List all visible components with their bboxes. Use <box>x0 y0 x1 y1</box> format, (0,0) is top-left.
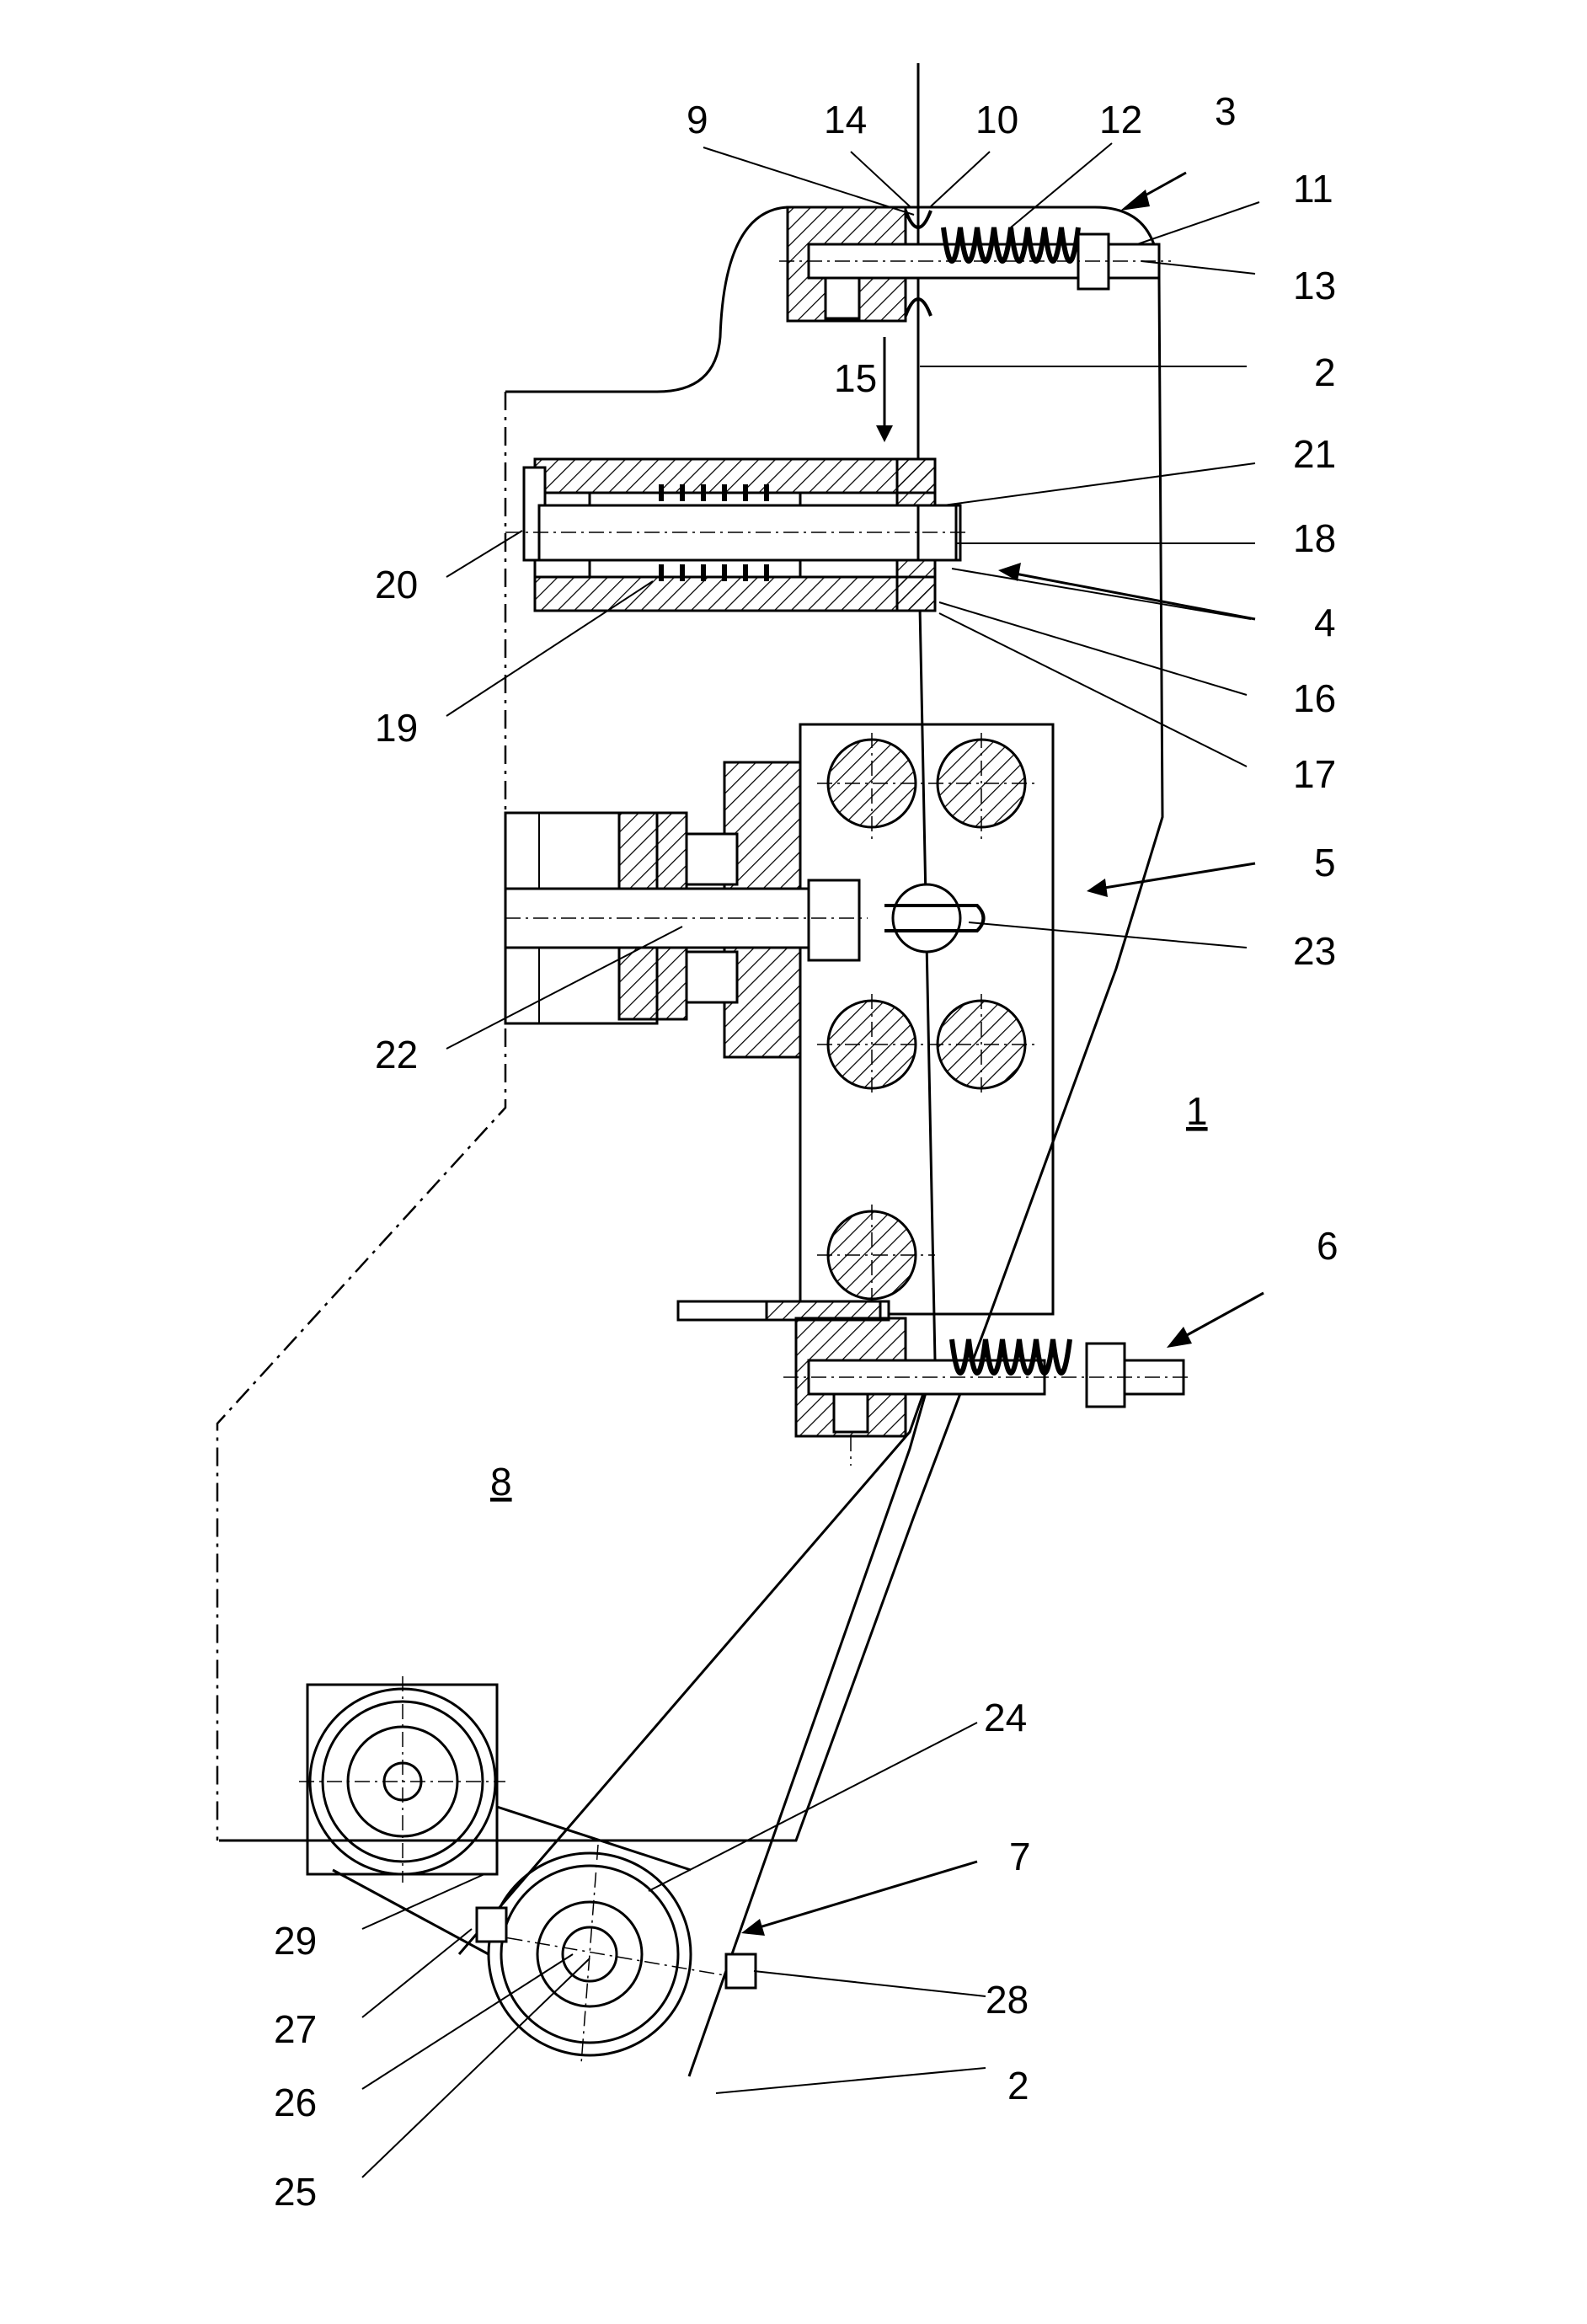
label-2-upper: 2 <box>1314 350 1336 394</box>
label-7: 7 <box>1009 1835 1031 1878</box>
pulley-29 <box>299 1676 505 1883</box>
label-3: 3 <box>1215 89 1237 133</box>
label-2-lower: 2 <box>1007 2064 1029 2108</box>
guide-block-5 <box>800 724 1053 1314</box>
reference-labels: 9 14 10 12 3 11 13 2 15 21 18 20 4 16 19… <box>274 89 1339 2214</box>
label-23: 23 <box>1293 929 1336 973</box>
label-4: 4 <box>1314 601 1336 644</box>
label-1: 1 <box>1186 1089 1208 1133</box>
label-6: 6 <box>1317 1224 1339 1268</box>
label-29: 29 <box>274 1919 317 1963</box>
label-26: 26 <box>274 2081 317 2124</box>
label-13: 13 <box>1293 264 1336 307</box>
label-21: 21 <box>1293 432 1336 476</box>
label-16: 16 <box>1293 676 1336 720</box>
label-12: 12 <box>1099 98 1142 142</box>
pulley-7 <box>333 1807 756 2064</box>
label-20: 20 <box>375 563 418 606</box>
label-14: 14 <box>824 98 867 142</box>
label-5: 5 <box>1314 841 1336 884</box>
label-8: 8 <box>490 1460 512 1504</box>
sensor-22 <box>505 762 868 1057</box>
region-8-outline <box>217 392 505 1841</box>
label-9: 9 <box>687 98 708 142</box>
tensioner-6 <box>678 1301 1188 1466</box>
label-11: 11 <box>1293 167 1333 211</box>
tensioner-3 <box>779 207 1171 321</box>
label-25: 25 <box>274 2170 317 2214</box>
label-27: 27 <box>274 2007 317 2051</box>
label-15: 15 <box>834 356 877 400</box>
tensioner-4 <box>505 459 969 611</box>
label-22: 22 <box>375 1033 418 1077</box>
label-24: 24 <box>984 1696 1027 1739</box>
label-28: 28 <box>986 1978 1029 2022</box>
label-10: 10 <box>975 98 1018 142</box>
label-17: 17 <box>1293 752 1336 796</box>
label-19: 19 <box>375 706 418 750</box>
label-18: 18 <box>1293 516 1336 560</box>
